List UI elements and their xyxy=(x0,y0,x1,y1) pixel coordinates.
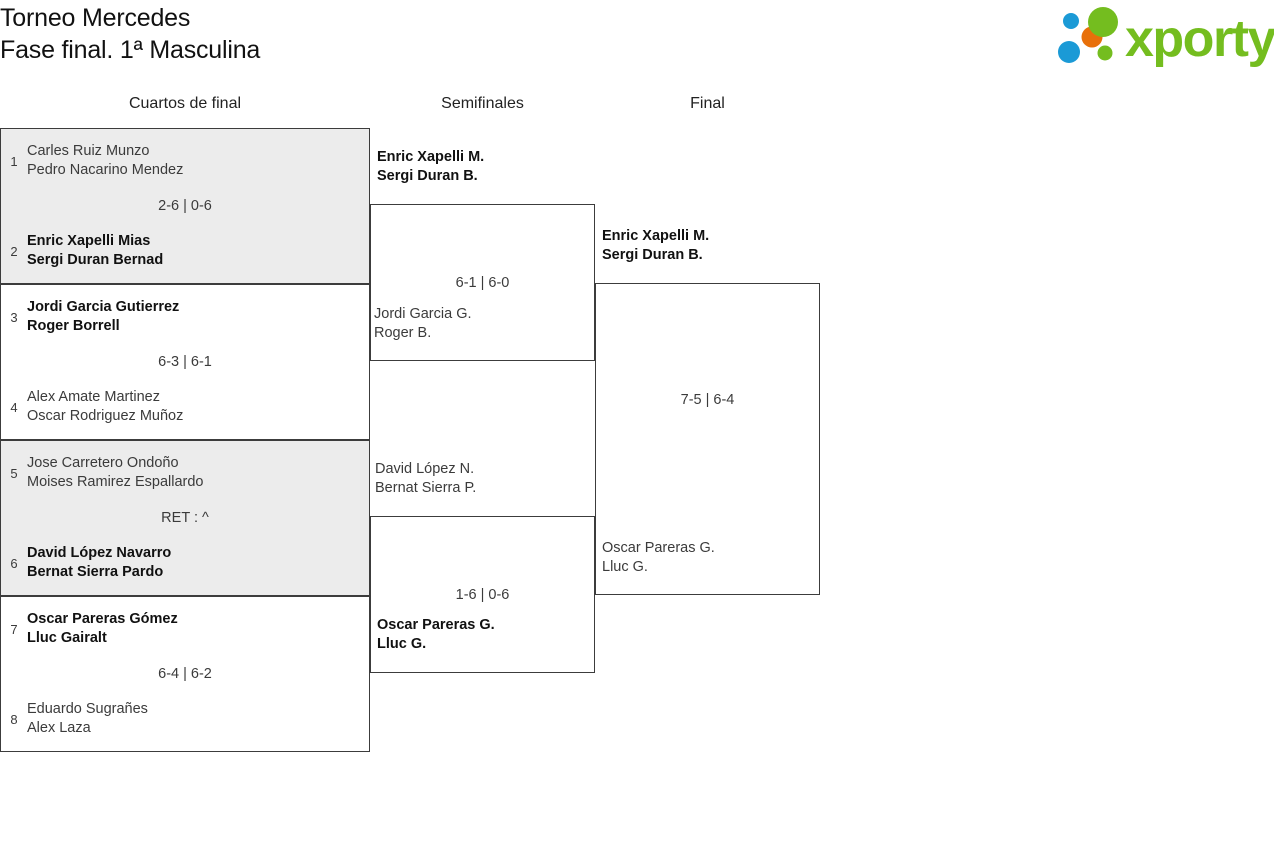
player-name: Lluc G. xyxy=(377,635,427,652)
player-name: Sergi Duran B. xyxy=(602,246,703,263)
team-names: Jordi Garcia Gutierrez Roger Borrell xyxy=(27,298,179,335)
match-score: 2-6 | 0-6 xyxy=(158,198,212,214)
player-name: Bernat Sierra Pardo xyxy=(27,564,164,580)
semifinal-1-team-top[interactable]: Enric Xapelli M. Sergi Duran B. xyxy=(377,148,484,185)
final-team-bottom[interactable]: Oscar Pareras G. Lluc G. xyxy=(602,539,715,576)
match-side-bottom[interactable]: 4 Alex Amate Martinez Oscar Rodriguez Mu… xyxy=(1,383,369,431)
player-name: Alex Amate Martinez xyxy=(27,389,160,406)
final-team-top[interactable]: Enric Xapelli M. Sergi Duran B. xyxy=(602,227,709,264)
player-name: Sergi Duran Bernad xyxy=(27,252,164,268)
seed-number: 7 xyxy=(10,621,18,637)
team-names: Alex Amate Martinez Oscar Rodriguez Muño… xyxy=(27,388,183,425)
round-headers: Cuartos de final Semifinales Final xyxy=(0,95,1280,123)
team-names: David López Navarro Bernat Sierra Pardo xyxy=(27,544,171,581)
match-semifinal-1[interactable]: 6-1 | 6-0 xyxy=(370,204,595,361)
xporty-logo[interactable]: xporty xyxy=(1049,4,1274,70)
match-side-bottom[interactable]: 8 Eduardo Sugrañes Alex Laza xyxy=(1,695,369,743)
match-score: RET : ^ xyxy=(161,510,209,526)
player-name: Enric Xapelli M. xyxy=(377,149,485,165)
seed-number: 5 xyxy=(10,465,18,481)
team-names: Jose Carretero Ondoño Moises Ramirez Esp… xyxy=(27,454,203,491)
player-name: Oscar Pareras Gómez xyxy=(27,611,178,628)
seed-number: 1 xyxy=(10,153,18,169)
player-name: Carles Ruiz Munzo xyxy=(27,143,150,160)
player-name: Lluc G. xyxy=(602,558,648,575)
team-names: Carles Ruiz Munzo Pedro Nacarino Mendez xyxy=(27,142,183,179)
player-name: Oscar Pareras G. xyxy=(602,540,715,556)
match-side-top[interactable]: 7 Oscar Pareras Gómez Lluc Gairalt xyxy=(1,605,369,653)
team-names: Oscar Pareras Gómez Lluc Gairalt xyxy=(27,610,178,647)
seed-number: 8 xyxy=(10,711,18,727)
round-header-quarterfinals: Cuartos de final xyxy=(128,95,242,112)
match-quarterfinal-3[interactable]: 5 Jose Carretero Ondoño Moises Ramirez E… xyxy=(0,440,370,596)
seed-number: 2 xyxy=(10,243,18,259)
player-name: David López N. xyxy=(375,461,475,477)
match-side-bottom[interactable]: 2 Enric Xapelli Mias Sergi Duran Bernad xyxy=(1,227,369,275)
page-header: Torneo Mercedes Fase final. 1ª Masculina… xyxy=(0,0,1280,90)
player-name: Pedro Nacarino Mendez xyxy=(27,162,184,178)
player-name: Roger B. xyxy=(374,324,432,341)
player-name: Moises Ramirez Espallardo xyxy=(27,474,204,490)
match-score: 6-4 | 6-2 xyxy=(158,666,212,682)
match-side-top[interactable]: 5 Jose Carretero Ondoño Moises Ramirez E… xyxy=(1,449,369,497)
seed-number: 3 xyxy=(10,309,18,325)
match-side-top[interactable]: 1 Carles Ruiz Munzo Pedro Nacarino Mende… xyxy=(1,137,369,185)
round-header-final: Final xyxy=(690,95,725,112)
player-name: David López Navarro xyxy=(27,545,172,562)
match-quarterfinal-1[interactable]: 1 Carles Ruiz Munzo Pedro Nacarino Mende… xyxy=(0,128,370,284)
semifinal-2-team-bottom[interactable]: Oscar Pareras G. Lluc G. xyxy=(377,616,495,653)
player-name: Lluc Gairalt xyxy=(27,630,107,646)
player-name: Alex Laza xyxy=(27,720,91,736)
tournament-phase: Fase final. 1ª Masculina xyxy=(0,36,261,64)
round-header-semifinals: Semifinales xyxy=(441,95,524,112)
player-name: Roger Borrell xyxy=(27,318,120,334)
match-semifinal-2[interactable]: 1-6 | 0-6 xyxy=(370,516,595,673)
player-name: Oscar Rodriguez Muñoz xyxy=(27,408,184,424)
player-name: Sergi Duran B. xyxy=(377,167,478,184)
match-quarterfinal-4[interactable]: 7 Oscar Pareras Gómez Lluc Gairalt 6-4 |… xyxy=(0,596,370,752)
player-name: Enric Xapelli M. xyxy=(602,228,710,244)
tournament-name: Torneo Mercedes xyxy=(0,4,191,32)
match-final[interactable]: 7-5 | 6-4 xyxy=(595,283,820,595)
team-names: Enric Xapelli Mias Sergi Duran Bernad xyxy=(27,232,163,269)
match-score: 6-1 | 6-0 xyxy=(455,274,510,291)
match-quarterfinal-2[interactable]: 3 Jordi Garcia Gutierrez Roger Borrell 6… xyxy=(0,284,370,440)
seed-number: 6 xyxy=(10,555,18,571)
team-names: Eduardo Sugrañes Alex Laza xyxy=(27,700,148,737)
player-name: Enric Xapelli Mias xyxy=(27,233,151,250)
player-name: Jordi Garcia Gutierrez xyxy=(27,299,180,316)
match-score: 6-3 | 6-1 xyxy=(158,354,212,370)
player-name: Eduardo Sugrañes xyxy=(27,701,148,718)
semifinal-2-team-top[interactable]: David López N. Bernat Sierra P. xyxy=(375,460,476,497)
match-score: 7-5 | 6-4 xyxy=(680,392,735,409)
seed-number: 4 xyxy=(10,399,18,415)
match-side-bottom[interactable]: 6 David López Navarro Bernat Sierra Pard… xyxy=(1,539,369,587)
player-name: Oscar Pareras G. xyxy=(377,617,495,633)
match-score: 1-6 | 0-6 xyxy=(455,586,510,603)
match-side-top[interactable]: 3 Jordi Garcia Gutierrez Roger Borrell xyxy=(1,293,369,341)
player-name: Bernat Sierra P. xyxy=(375,479,477,496)
player-name: Jordi Garcia G. xyxy=(374,306,472,322)
semifinal-1-team-bottom[interactable]: Jordi Garcia G. Roger B. xyxy=(374,305,472,342)
page-title: Torneo Mercedes Fase final. 1ª Masculina xyxy=(0,2,260,66)
svg-text:xporty: xporty xyxy=(1125,10,1274,68)
player-name: Jose Carretero Ondoño xyxy=(27,455,179,472)
